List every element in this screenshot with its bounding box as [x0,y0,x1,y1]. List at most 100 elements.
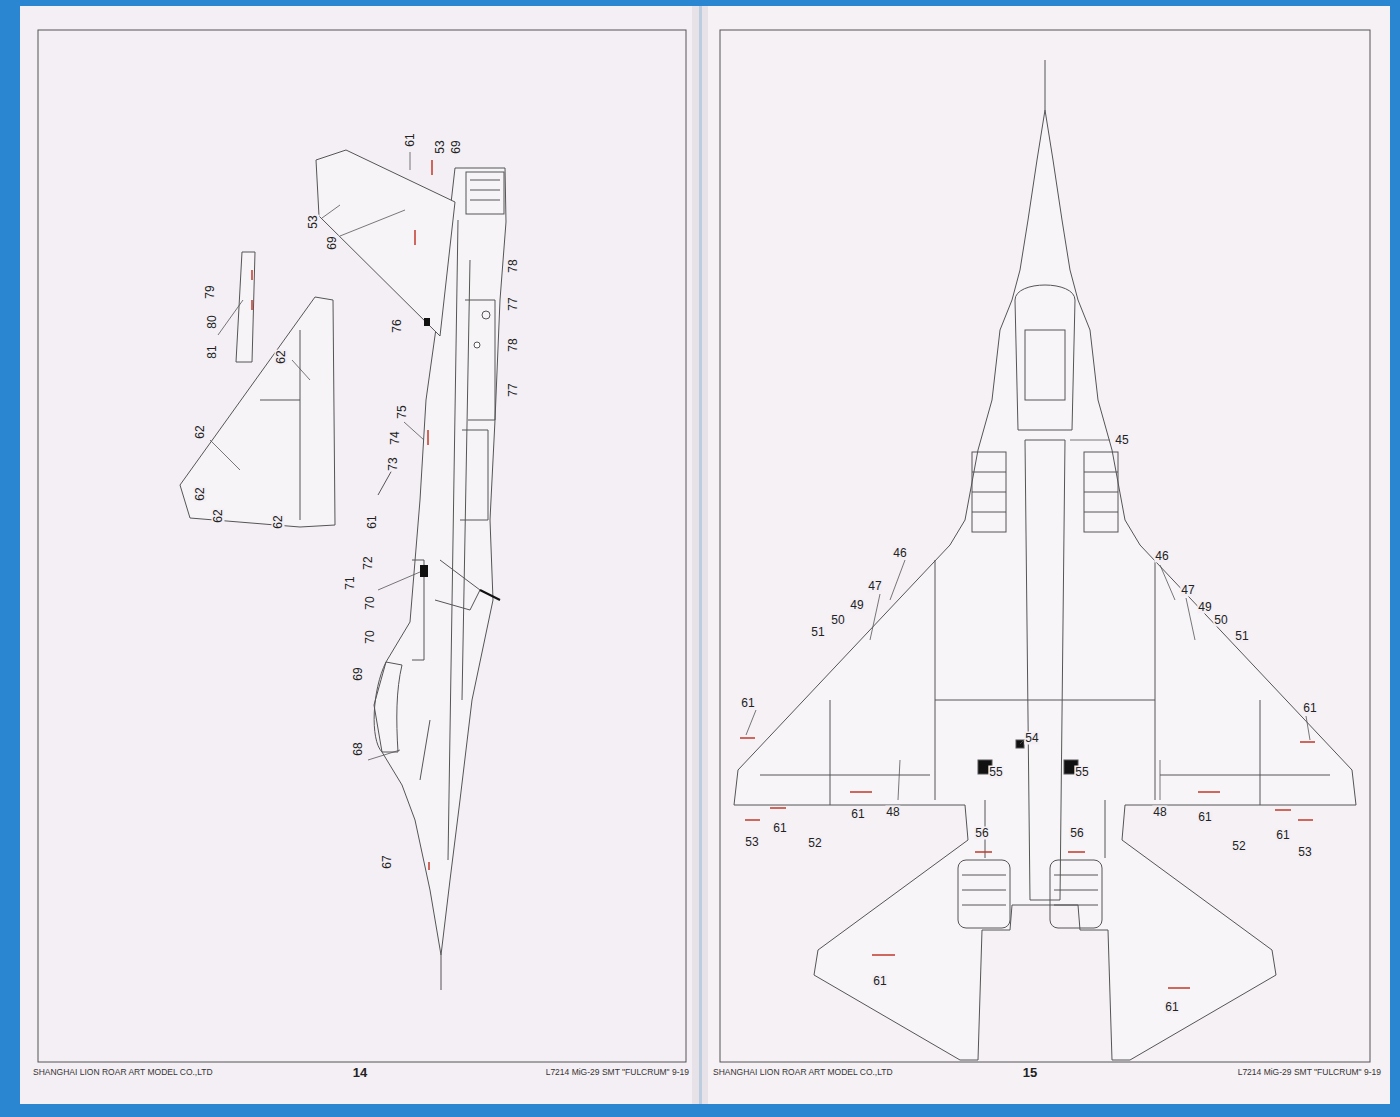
callout-number: 53 [307,214,320,229]
callout-number: 50 [1213,614,1228,627]
callout-number: 61 [404,132,417,147]
intake [435,560,480,610]
callout-number: 62 [194,486,207,501]
fin-part [180,297,335,527]
callout-number: 55 [1074,766,1089,779]
callout-number: 52 [807,837,822,850]
callout-number: 69 [352,666,365,681]
callout-number: 50 [830,614,845,627]
page-frame [720,30,1370,1062]
callout-number: 61 [872,975,887,988]
callout-number: 79 [204,284,217,299]
callout-number: 46 [892,547,907,560]
callout-number: 70 [364,595,377,610]
callout-number: 78 [507,258,520,273]
callout-number: 53 [1297,846,1312,859]
callout-number: 51 [810,626,825,639]
callout-number: 52 [1231,840,1246,853]
callout-number: 62 [212,508,225,523]
callout-number: 61 [1275,829,1290,842]
callout-number: 72 [362,555,375,570]
cockpit [1025,330,1065,400]
callout-number: 61 [1197,811,1212,824]
leader-lines [210,152,424,760]
callout-number: 61 [850,808,865,821]
pitot-probe [1045,60,1046,110]
callout-number: 78 [507,337,520,352]
separate-fin [180,252,335,527]
page-frame [38,30,686,1062]
pitot-probe [441,955,442,990]
callout-number: 53 [744,836,759,849]
callout-number: 61 [366,514,379,529]
callout-number: 45 [1114,434,1129,447]
leader-lines [746,440,1310,800]
pylon [465,300,495,420]
callout-number: 80 [206,314,219,329]
spine [1025,440,1065,900]
callout-number: 56 [974,827,989,840]
callout-number: 71 [344,575,357,590]
nozzle [466,172,504,214]
callout-number: 51 [1234,630,1249,643]
footer-text: L7214 MiG-29 SMT "FULCRUM" 9-19 [1237,1066,1382,1079]
left-page [20,6,699,1104]
callout-number: 75 [396,404,409,419]
page-number: 15 [1022,1066,1038,1079]
page-fold [692,6,708,1104]
callout-number: 61 [1302,702,1317,715]
page-number: 14 [352,1066,368,1079]
callout-number: 53 [434,139,447,154]
aircraft-outline [734,110,1356,1060]
panel-line [462,260,470,700]
right-page [702,6,1390,1104]
side-view [316,150,506,990]
callout-number: 62 [272,514,285,529]
footer-text: SHANGHAI LION ROAR ART MODEL CO.,LTD [712,1066,894,1079]
callout-number: 47 [1180,584,1195,597]
nozzle [958,860,1010,928]
pylon [460,430,488,520]
callout-number: 56 [1069,827,1084,840]
callout-number: 62 [194,424,207,439]
callout-number: 69 [450,139,463,154]
callout-number: 49 [1197,601,1212,614]
callout-number: 73 [387,456,400,471]
top-view [734,60,1356,1060]
callout-number: 47 [867,580,882,593]
canopy [374,662,402,752]
rudder-part [236,252,255,362]
vertical-fin [316,150,455,336]
callout-number: 49 [849,599,864,612]
nozzle [1050,860,1102,928]
callout-number: 68 [352,741,365,756]
callout-number: 48 [885,806,900,819]
panel-line [448,220,458,860]
callout-number: 48 [1152,806,1167,819]
callout-number: 67 [381,854,394,869]
callout-number: 61 [772,822,787,835]
callout-number: 77 [507,382,520,397]
intake-grille [972,452,1006,532]
callout-number: 61 [1164,1001,1179,1014]
stencil-marks [252,160,432,870]
footer-text: L7214 MiG-29 SMT "FULCRUM" 9-19 [545,1066,690,1079]
callout-number: 55 [988,766,1003,779]
callout-number: 54 [1024,732,1039,745]
stencil-marks [740,738,1315,988]
intake-grille [1084,452,1118,532]
callout-number: 77 [507,296,520,311]
callout-number: 62 [275,349,288,364]
callout-number: 69 [326,235,339,250]
callout-number: 70 [364,629,377,644]
canopy [1015,285,1075,430]
callout-number: 46 [1154,550,1169,563]
footer-text: SHANGHAI LION ROAR ART MODEL CO.,LTD [32,1066,214,1079]
callout-number: 74 [389,430,402,445]
callout-number: 61 [740,697,755,710]
callout-number: 76 [391,318,404,333]
antenna [378,470,392,495]
callout-number: 81 [206,344,219,359]
